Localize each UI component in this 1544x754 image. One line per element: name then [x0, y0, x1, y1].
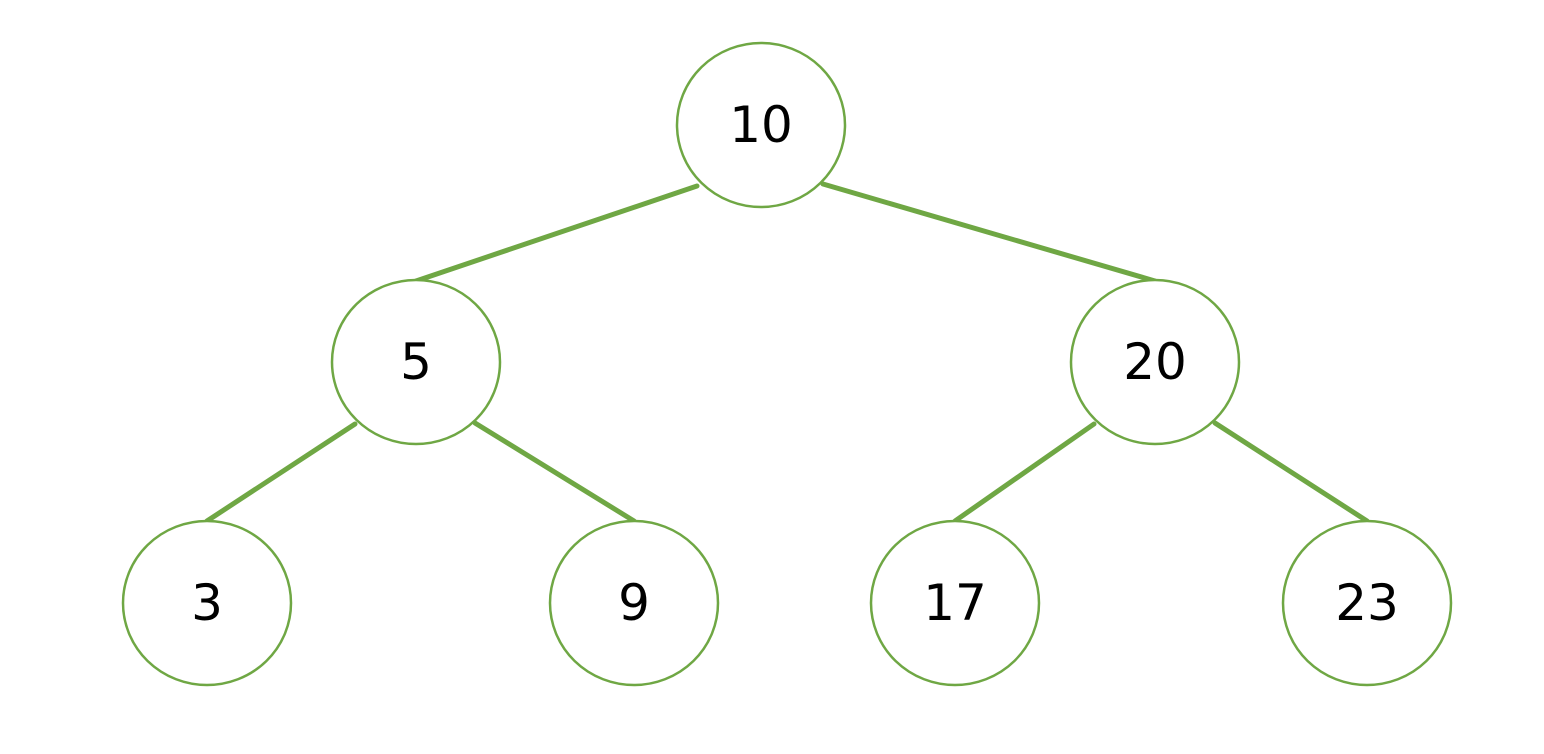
edge-n20-n17	[952, 421, 1097, 524]
node-circle	[121, 519, 293, 687]
node-label: 9	[618, 574, 650, 632]
edge-n5-n9	[472, 420, 637, 524]
node-circle	[1069, 278, 1241, 446]
node-label: 20	[1123, 333, 1187, 391]
node-circle	[675, 41, 847, 209]
node-label: 3	[191, 574, 223, 632]
tree-node-10: 10	[675, 41, 847, 209]
node-label: 10	[729, 96, 793, 154]
node-circle	[1281, 519, 1453, 687]
tree-node-3: 3	[121, 519, 293, 687]
node-label: 5	[400, 333, 432, 391]
edges-layer	[204, 181, 1370, 524]
edge-n20-n23	[1212, 420, 1370, 524]
edge-n5-n3	[204, 421, 358, 524]
edge-n10-n20	[820, 181, 1158, 284]
node-circle	[869, 519, 1041, 687]
tree-node-17: 17	[869, 519, 1041, 687]
node-label: 23	[1335, 574, 1399, 632]
node-label: 17	[923, 574, 987, 632]
tree-node-9: 9	[548, 519, 720, 687]
tree-node-23: 23	[1281, 519, 1453, 687]
tree-node-20: 20	[1069, 278, 1241, 446]
edge-n10-n5	[413, 183, 700, 284]
node-circle	[330, 278, 502, 446]
node-circle	[548, 519, 720, 687]
nodes-layer: 10 5 20 3 9 17 23	[121, 41, 1453, 687]
tree-node-5: 5	[330, 278, 502, 446]
